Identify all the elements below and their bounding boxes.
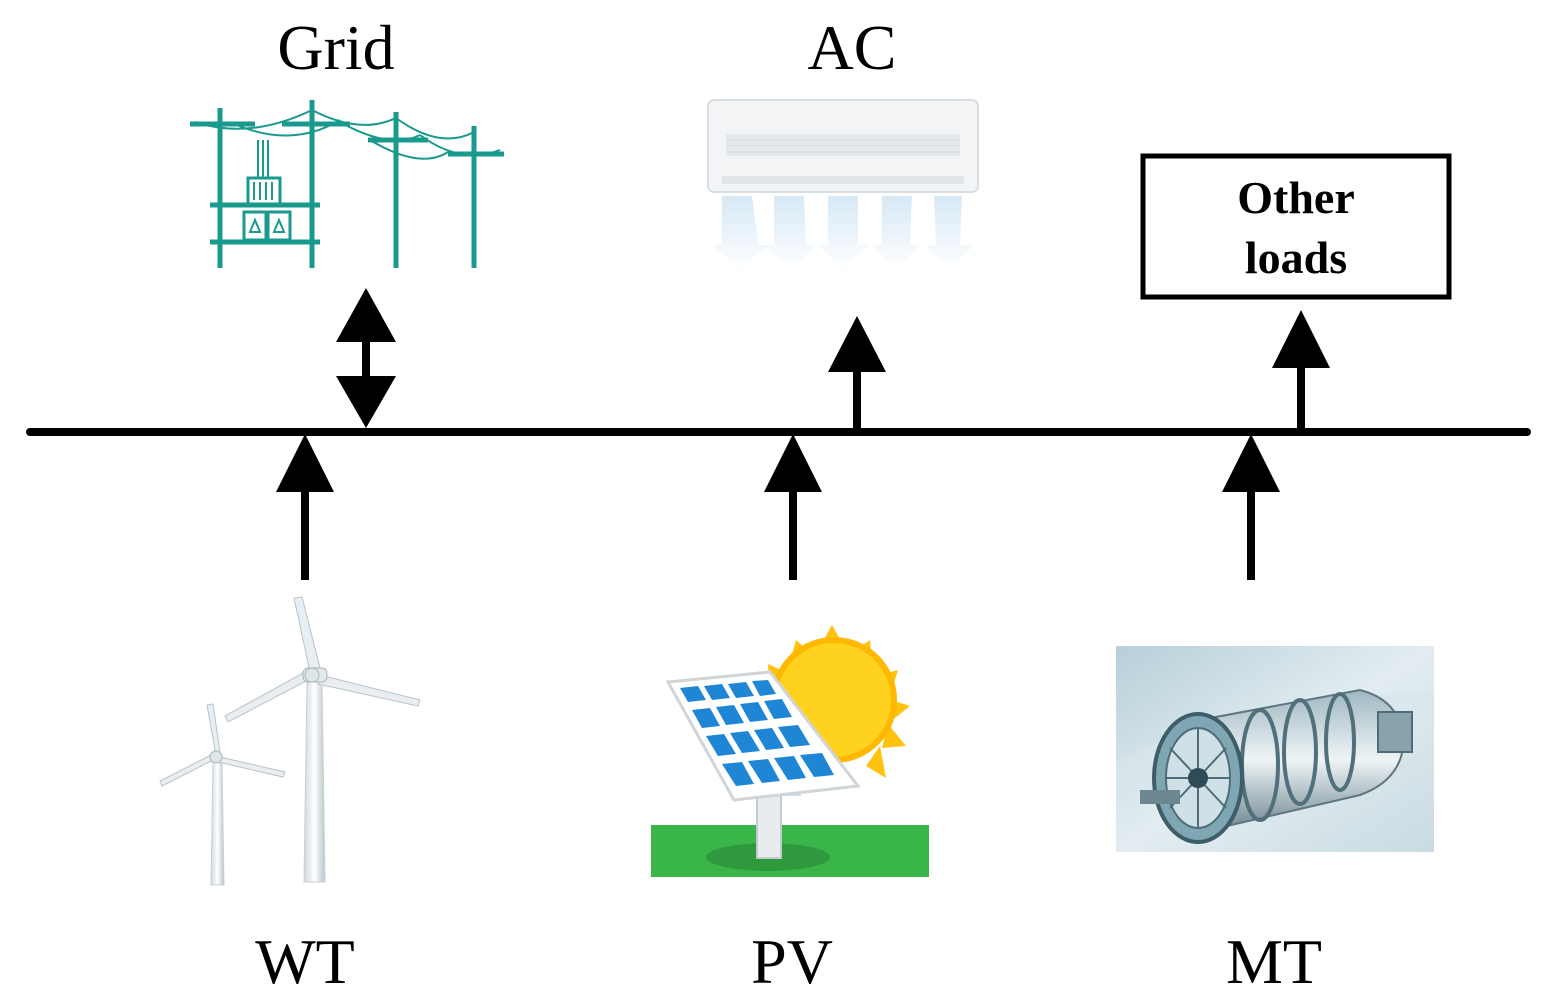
ac-arrow [828,316,886,432]
other-loads-arrow [1272,310,1330,432]
wt-arrow [276,434,334,580]
other-loads-box [1140,153,1452,300]
mt-label: MT [1226,926,1322,997]
other-loads-label-line2: loads [1244,232,1348,283]
pv-label: PV [751,926,833,997]
other-loads-label-line1: Other [1237,172,1355,223]
air-conditioner-icon [707,99,979,270]
wt-label: WT [255,926,355,997]
power-grid-icon [190,100,504,268]
pv-arrow [764,434,822,580]
solar-panel-icon [651,625,929,877]
wind-turbine-icon [159,596,421,886]
other-loads-label: Other loads [1143,168,1449,288]
grid-label: Grid [277,12,395,83]
micro-turbine-icon [1116,646,1434,852]
ac-label: AC [807,12,897,83]
mt-arrow [1222,434,1280,580]
grid-bidirectional-arrow [336,288,396,428]
